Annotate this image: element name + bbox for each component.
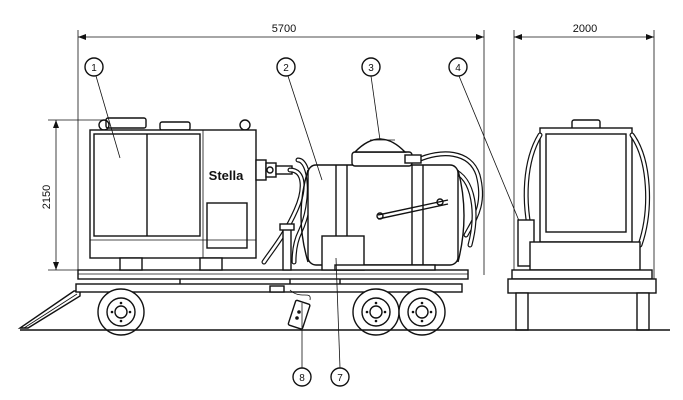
- pump-connector: [255, 159, 293, 181]
- tank: [300, 164, 465, 271]
- callout-8-label: 8: [299, 373, 305, 384]
- trailer-chassis: [75, 269, 469, 293]
- rear-view: [500, 119, 670, 331]
- dimension-width-label: 2000: [573, 23, 597, 35]
- callout-4: 4: [448, 57, 468, 77]
- callout-7-label: 7: [337, 373, 343, 384]
- callout-1-label: 1: [91, 63, 97, 74]
- drain-pipe: [279, 223, 295, 271]
- brand-label: Stella: [209, 168, 244, 183]
- wheel-rear-2: [398, 288, 446, 336]
- dimension-length: 5700: [77, 23, 485, 275]
- callout-4-label: 4: [455, 63, 461, 74]
- dimension-height-label: 2150: [41, 185, 53, 209]
- callout-3-label: 3: [368, 63, 374, 74]
- callout-7: 7: [330, 367, 350, 387]
- callout-leaders: [95, 75, 523, 369]
- wheel-rear-1: [352, 288, 400, 336]
- tank-reel: [351, 138, 422, 167]
- callout-2: 2: [276, 57, 296, 77]
- callout-8: 8: [292, 367, 312, 387]
- callout-1: 1: [84, 57, 104, 77]
- remote-control: [287, 289, 311, 330]
- wheel-front: [97, 288, 145, 336]
- callout-3: 3: [361, 57, 381, 77]
- dimension-width: 2000: [513, 23, 655, 290]
- loading-ramp: [17, 290, 81, 329]
- callout-2-label: 2: [283, 63, 289, 74]
- dimension-length-label: 5700: [272, 23, 296, 35]
